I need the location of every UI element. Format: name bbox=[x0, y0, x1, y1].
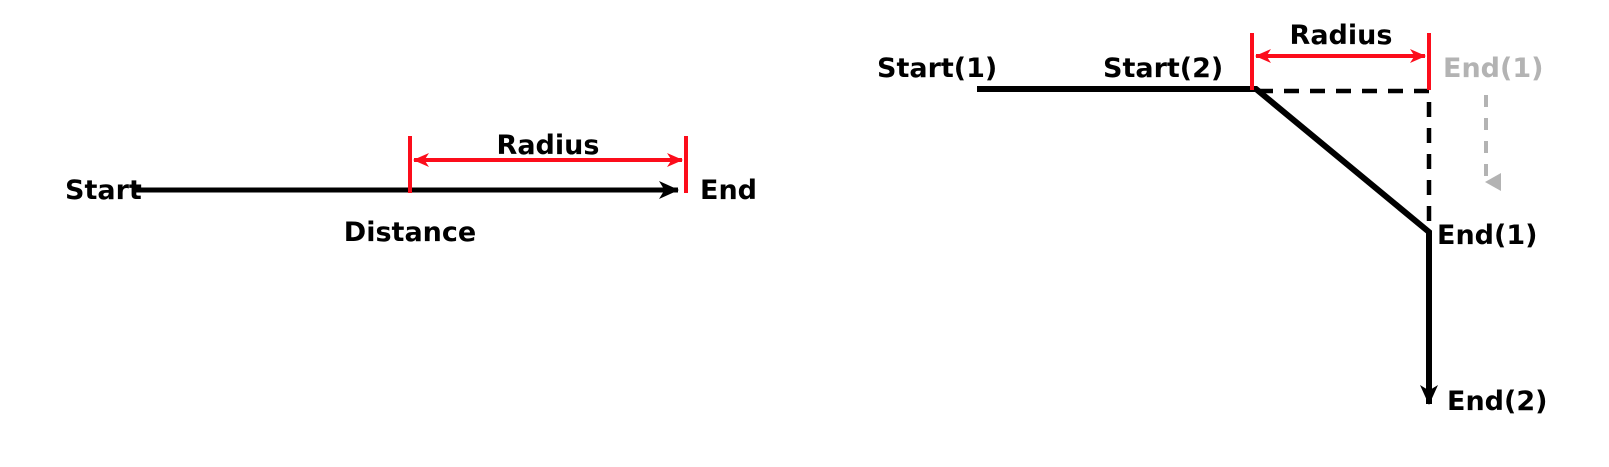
end1-ghost-label: End(1) bbox=[1443, 53, 1543, 84]
start1-label: Start(1) bbox=[877, 53, 997, 84]
radius-label-left-panel: Radius bbox=[497, 130, 600, 161]
start-label: Start bbox=[65, 175, 142, 206]
two-segment-corner-panel: Start(1) Start(2) Radius End(1) End(1) E… bbox=[877, 20, 1547, 417]
single-segment-panel: Start End Distance Radius bbox=[65, 130, 757, 248]
original-corner-dashed-path bbox=[1258, 88, 1432, 232]
distance-label: Distance bbox=[344, 217, 476, 248]
end1-label: End(1) bbox=[1437, 220, 1537, 251]
end2-label: End(2) bbox=[1447, 386, 1547, 417]
end-label: End bbox=[700, 175, 757, 206]
start2-label: Start(2) bbox=[1103, 53, 1223, 84]
routed-path bbox=[977, 86, 1438, 405]
radius-label-right-panel: Radius bbox=[1290, 20, 1393, 51]
